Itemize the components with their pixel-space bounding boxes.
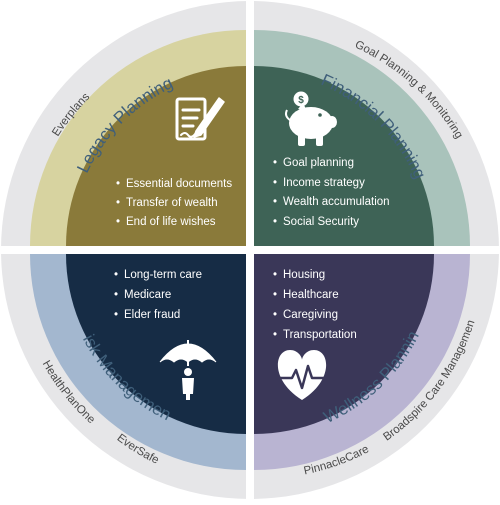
- bullet-dot: •: [273, 289, 277, 301]
- risk-bullet-3: Elder fraud: [124, 309, 180, 321]
- wellness-bullets: • Housing • Healthcare • Caregiving • Tr…: [273, 269, 357, 341]
- financial-bullets: • Goal planning • Income strategy • Weal…: [273, 157, 390, 228]
- bullet-dot: •: [116, 178, 120, 190]
- wellness-bullet-2: Healthcare: [283, 289, 339, 301]
- legacy-bullet-2: Transfer of wealth: [126, 197, 218, 209]
- risk-bullets: • Long-term care • Medicare • Elder frau…: [114, 269, 202, 321]
- wellness-bullet-1: Housing: [283, 269, 325, 281]
- bullet-dot: •: [273, 177, 277, 189]
- umbrella-person-icon: [159, 340, 217, 400]
- legacy-quadrant: [66, 66, 246, 246]
- wellness-bullet-3: Caregiving: [283, 309, 338, 321]
- bullet-dot: •: [114, 309, 118, 321]
- bullet-dot: •: [273, 157, 277, 169]
- bullet-dot: •: [114, 289, 118, 301]
- legacy-bullets: • Essential documents • Transfer of weal…: [116, 178, 232, 228]
- bullet-dot: •: [116, 197, 120, 209]
- risk-quadrant: [66, 254, 246, 434]
- bullet-dot: •: [273, 196, 277, 208]
- risk-bullet-2: Medicare: [124, 289, 171, 301]
- bullet-dot: •: [273, 269, 277, 281]
- wellness-bullet-4: Transportation: [283, 329, 357, 341]
- bullet-dot: •: [114, 269, 118, 281]
- financial-bullet-1: Goal planning: [283, 157, 354, 169]
- piggy-bank-icon: $: [285, 91, 337, 146]
- svg-text:$: $: [298, 95, 304, 106]
- divider-horizontal: [0, 246, 500, 254]
- heart-pulse-icon: [277, 350, 327, 400]
- legacy-bullet-1: Essential documents: [126, 178, 232, 190]
- bullet-dot: •: [273, 329, 277, 341]
- financial-bullet-4: Social Security: [283, 216, 359, 228]
- risk-bullet-1: Long-term care: [124, 269, 202, 281]
- financial-bullet-3: Wealth accumulation: [283, 196, 390, 208]
- financial-bullet-2: Income strategy: [283, 177, 365, 189]
- bullet-dot: •: [116, 216, 120, 228]
- bullet-dot: •: [273, 216, 277, 228]
- bullet-dot: •: [273, 309, 277, 321]
- document-signing-icon: [175, 97, 225, 141]
- legacy-bullet-3: End of life wishes: [126, 216, 216, 228]
